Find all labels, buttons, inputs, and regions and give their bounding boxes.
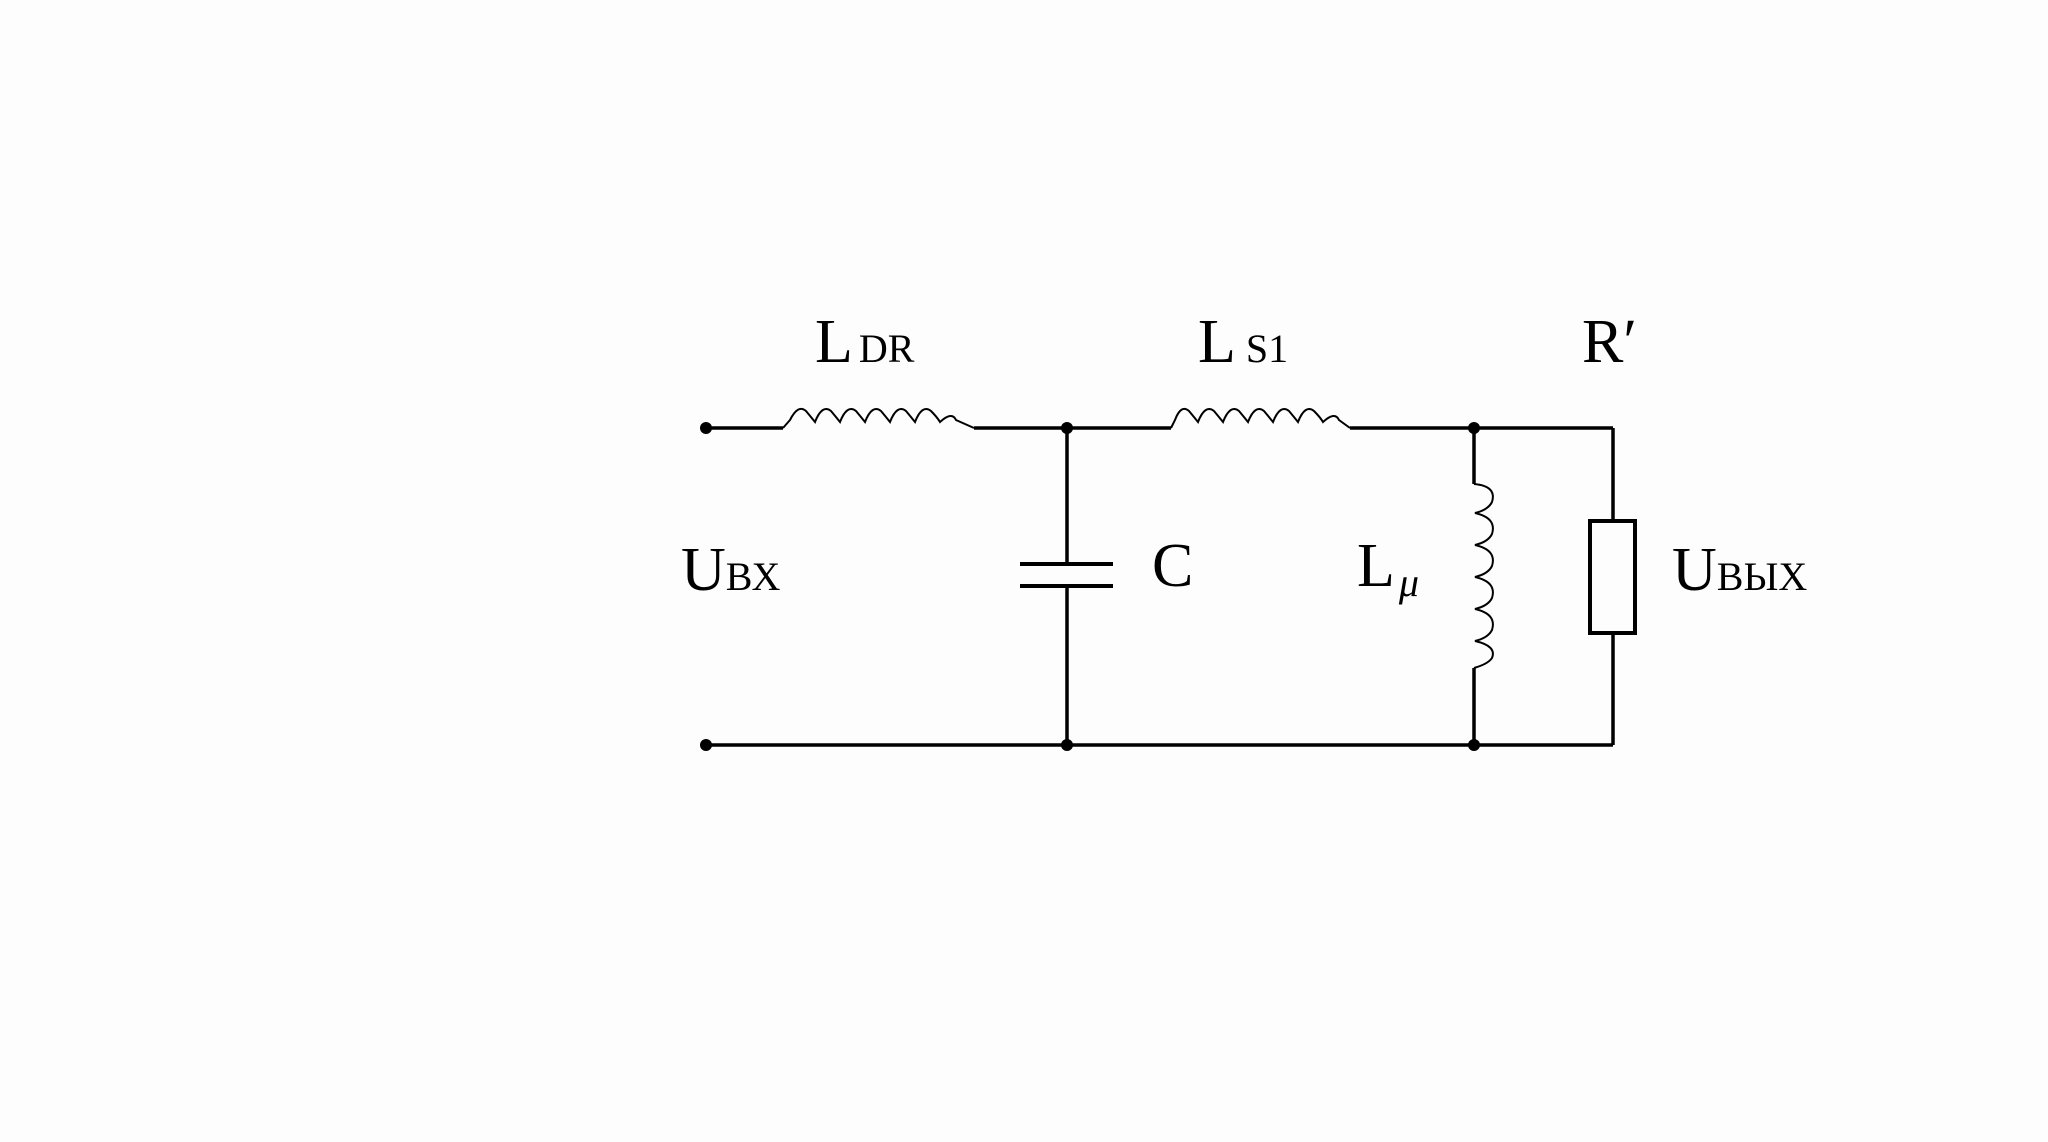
label-ls1-main: L <box>1198 308 1236 376</box>
label-resistor: R′ <box>1582 308 1637 376</box>
junction-lmu-bottom <box>1468 739 1480 751</box>
inductor-ls1-coil <box>1170 407 1351 429</box>
label-lmu-sub: μ <box>1398 560 1419 605</box>
input-terminal-bottom <box>700 739 712 751</box>
label-lmu-main: L <box>1357 532 1395 600</box>
label-capacitor: C <box>1152 532 1193 600</box>
label-uin-sub: ВХ <box>726 554 781 599</box>
label-uout-main: U <box>1672 536 1717 604</box>
label-ldr-sub: DR <box>859 326 915 371</box>
label-ldr-main: L <box>815 308 853 376</box>
label-uin-main: U <box>681 536 726 604</box>
resistor-body <box>1588 519 1637 635</box>
label-uout-sub: ВЫХ <box>1717 554 1808 599</box>
junction-lmu-top <box>1468 422 1480 434</box>
label-output-voltage: UВЫХ <box>1672 536 1807 604</box>
inductor-ldr-coil <box>782 407 975 429</box>
junction-capacitor-bottom <box>1061 739 1073 751</box>
junction-capacitor-top <box>1061 422 1073 434</box>
input-terminal-top <box>700 422 712 434</box>
label-input-voltage: UВХ <box>681 536 780 604</box>
label-ls1-sub: S1 <box>1246 326 1288 371</box>
inductor-lmu-coil <box>1473 483 1494 669</box>
